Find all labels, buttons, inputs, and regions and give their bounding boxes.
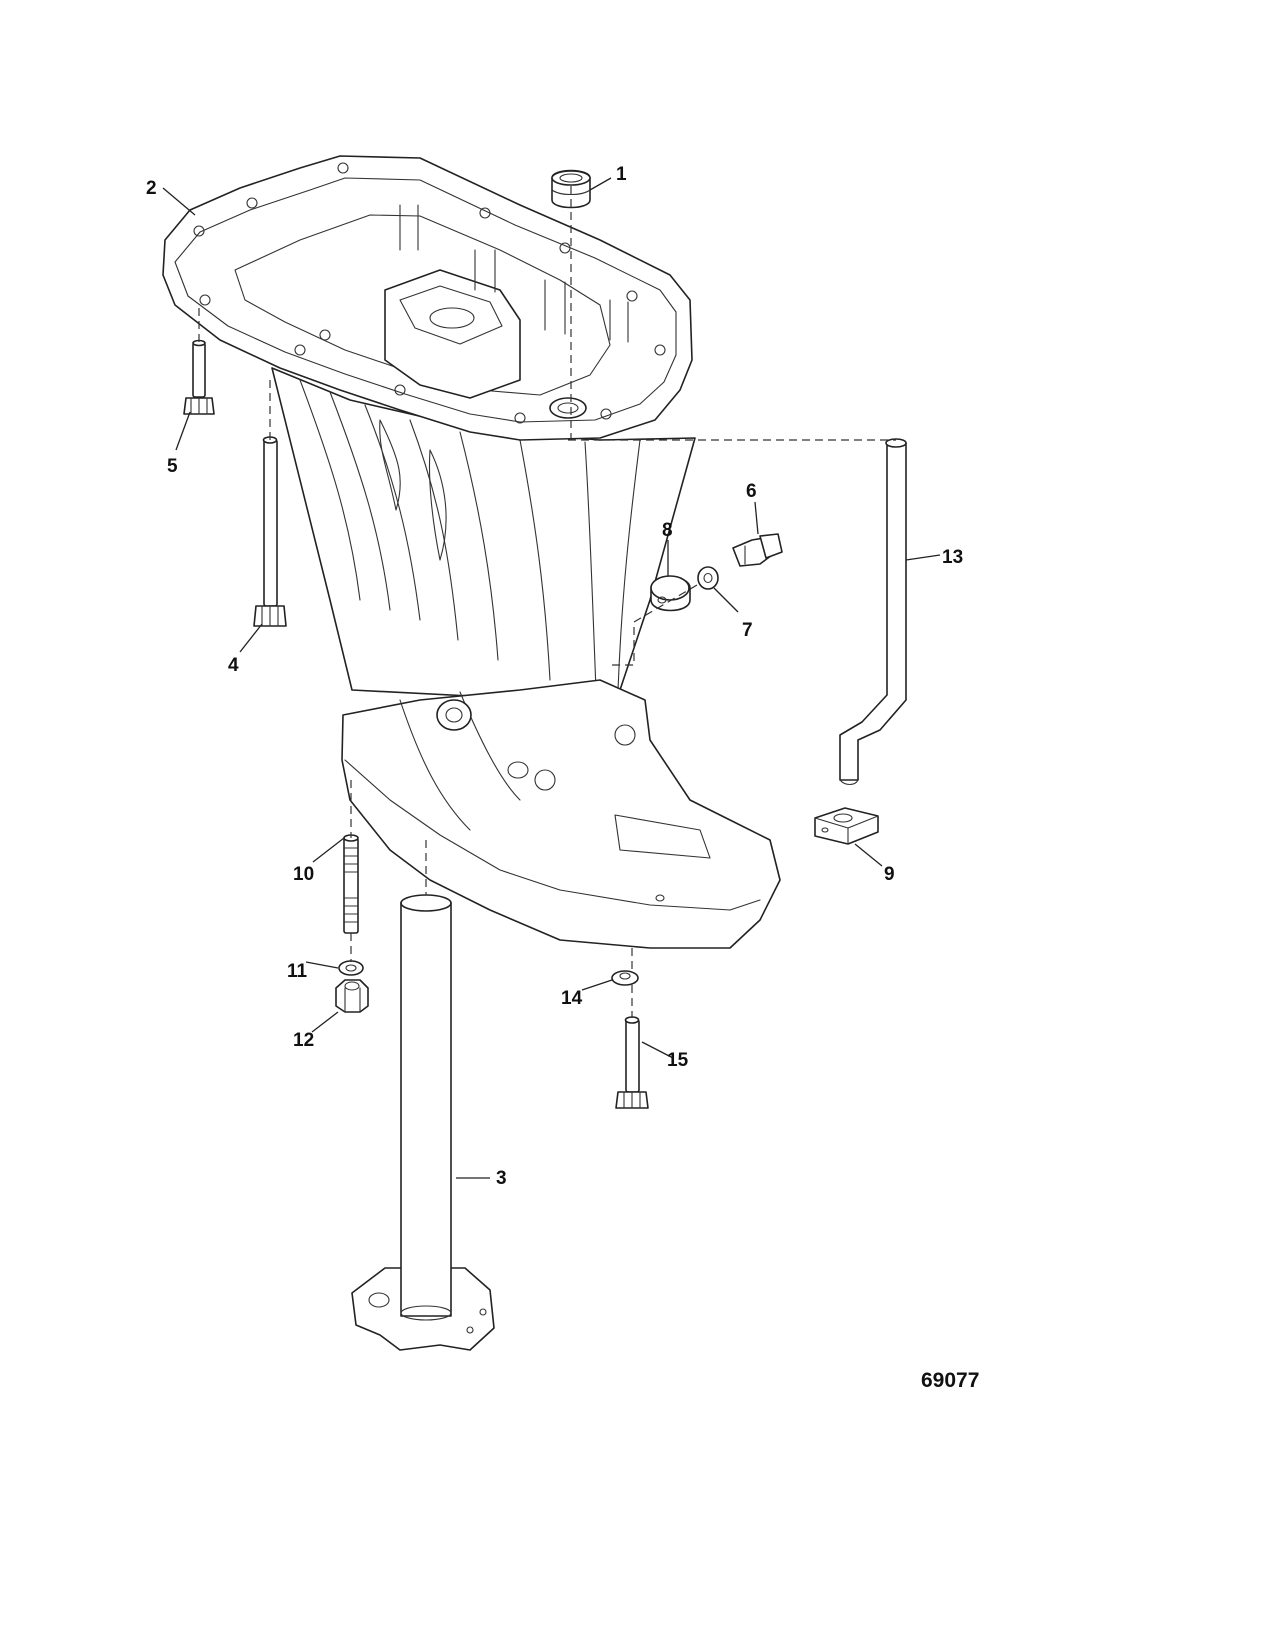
callout-3: 3 — [496, 1168, 507, 1189]
seal-part-9 — [814, 807, 879, 845]
callout-12: 12 — [293, 1030, 314, 1051]
callout-2: 2 — [146, 178, 157, 199]
stud-part-10 — [343, 834, 359, 934]
callout-10: 10 — [293, 864, 314, 885]
washer-part-7 — [697, 566, 719, 590]
callout-11: 11 — [287, 961, 308, 982]
washer-part-11 — [338, 960, 364, 976]
callout-1: 1 — [616, 164, 627, 185]
screw-part-6 — [732, 533, 783, 567]
leader-lines — [162, 177, 941, 1179]
callout-13: 13 — [942, 547, 963, 568]
figure-number: 69077 — [921, 1369, 979, 1392]
bolt-part-4 — [253, 436, 287, 627]
callout-15: 15 — [667, 1050, 689, 1071]
mount-part-8 — [650, 575, 691, 612]
assembly-lines — [198, 186, 896, 1018]
bolt-part-5 — [183, 339, 215, 415]
callout-4: 4 — [228, 655, 239, 676]
callout-5: 5 — [167, 456, 178, 477]
callout-7: 7 — [742, 620, 753, 641]
washer-part-14 — [611, 970, 639, 986]
callout-8: 8 — [662, 520, 673, 541]
callout-14: 14 — [561, 988, 583, 1009]
nut-part-12 — [335, 979, 369, 1013]
water-tube-part-13 — [839, 438, 907, 786]
exhaust-tube-part-3 — [351, 894, 495, 1351]
bolt-part-15 — [615, 1016, 649, 1109]
callout-9: 9 — [884, 864, 895, 885]
driveshaft-housing — [162, 155, 781, 949]
callout-labels: 1 2 3 4 5 6 7 8 9 10 11 12 13 14 15 — [146, 164, 963, 1189]
callout-6: 6 — [746, 481, 757, 502]
